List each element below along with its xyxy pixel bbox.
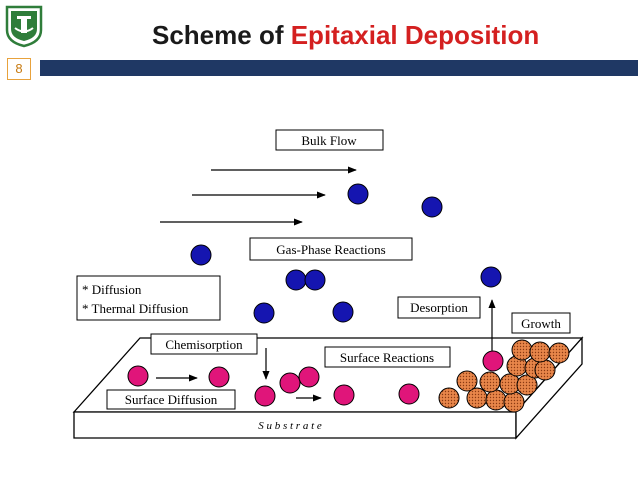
adatom [127,365,149,387]
svg-text:Bulk Flow: Bulk Flow [301,133,357,148]
gas-molecules [190,183,502,324]
svg-text:Surface Reactions: Surface Reactions [340,350,434,365]
label-surface-diffusion: Surface Diffusion [106,389,236,410]
svg-text:Gas-Phase Reactions: Gas-Phase Reactions [276,242,385,257]
adatom [279,372,301,394]
label-growth: Growth [511,312,571,334]
gas-molecule [253,302,275,324]
svg-text:Surface Diffusion: Surface Diffusion [125,392,218,407]
label-bulk-flow: Bulk Flow [275,129,384,151]
adatoms [127,350,504,407]
title-prefix: Scheme of [152,20,291,50]
title-highlight: Epitaxial Deposition [290,20,540,50]
growth-crystal [438,339,570,413]
gas-molecule [332,301,354,323]
svg-text:* Diffusion: * Diffusion [82,282,142,297]
svg-text:* Thermal Diffusion: * Thermal Diffusion [82,301,189,316]
svg-text:Growth: Growth [521,316,561,331]
label-diffusion: * Diffusion * Thermal Diffusion [76,275,221,321]
adatom [398,383,420,405]
header-bar [40,60,638,76]
gas-molecule [480,266,502,288]
svg-text:Chemisorption: Chemisorption [165,337,243,352]
gas-molecule [190,244,212,266]
gas-molecule [285,269,307,291]
label-desorption: Desorption [397,296,481,319]
adatom [333,384,355,406]
gas-molecule [304,269,326,291]
gas-molecule [421,196,443,218]
svg-text:Desorption: Desorption [410,300,468,315]
label-gas-phase-reactions: Gas-Phase Reactions [249,237,413,261]
adatom [482,350,504,372]
university-logo [5,5,43,48]
adatom [298,366,320,388]
substrate-label: S u b s t r a t e [258,420,322,432]
adatom [208,366,230,388]
slide-title: Scheme of Epitaxial Deposition [152,20,539,51]
gas-molecule [347,183,369,205]
label-surface-reactions: Surface Reactions [324,346,451,368]
page-number: 8 [7,58,31,80]
adatom [254,385,276,407]
flow-arrows [160,166,357,226]
label-chemisorption: Chemisorption [150,333,258,355]
